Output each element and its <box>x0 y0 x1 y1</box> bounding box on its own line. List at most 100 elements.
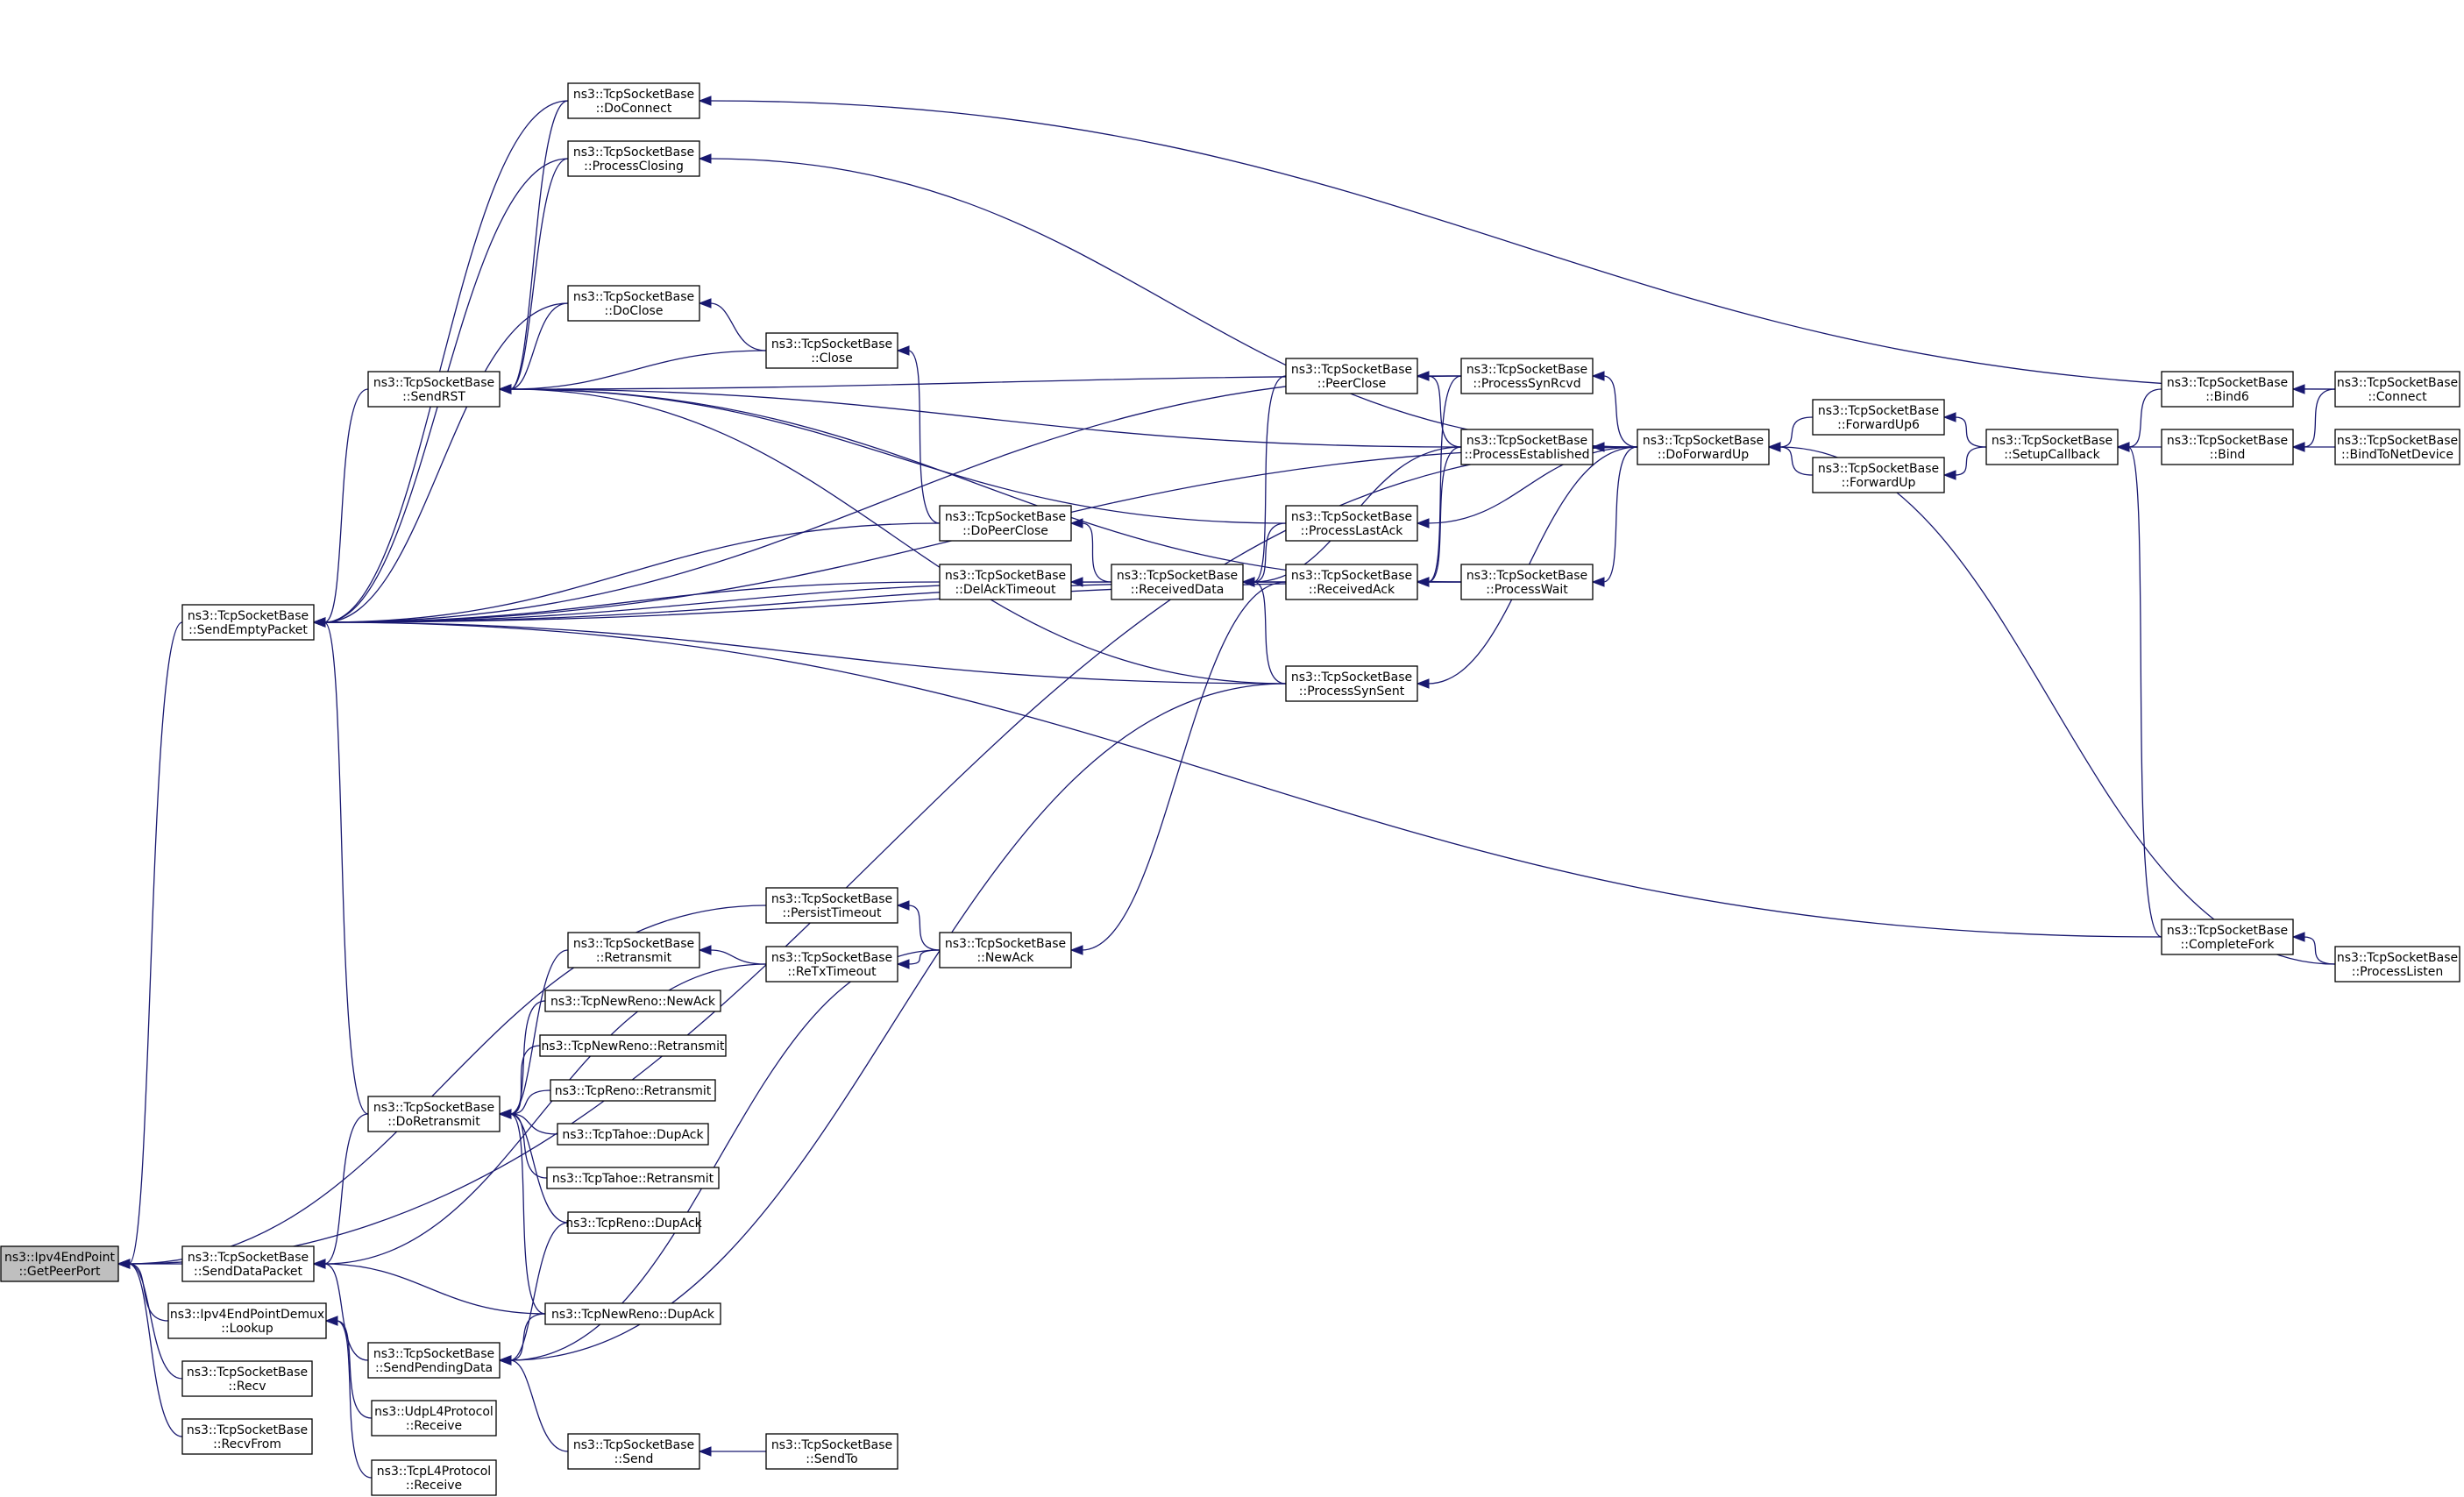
node-nrnew-ack[interactable]: ns3::TcpNewReno::NewAck <box>544 990 721 1012</box>
node-received-ack[interactable]: ns3::TcpSocketBase::ReceivedAck <box>1285 564 1418 600</box>
edge-process-listen-to-do-forward-up <box>1767 442 2336 965</box>
node-label: ns3::TcpSocketBase <box>1818 462 1939 476</box>
arrowhead <box>896 345 910 356</box>
node-tahoe-retransmit[interactable]: ns3::TcpTahoe::Retransmit <box>546 1167 720 1189</box>
node-do-close[interactable]: ns3::TcpSocketBase::DoClose <box>567 285 700 322</box>
node-label: ::Bind <box>2210 448 2246 462</box>
node-box <box>367 371 501 408</box>
edge-close-to-do-close <box>698 298 767 351</box>
node-get-peer-port[interactable]: ns3::Ipv4EndPoint::GetPeerPort <box>0 1245 119 1282</box>
node-process-syn-sent[interactable]: ns3::TcpSocketBase::ProcessSynSent <box>1285 665 1418 702</box>
arrowhead <box>1591 577 1605 587</box>
arrowhead <box>698 298 712 309</box>
node-box <box>939 932 1072 968</box>
edge-line <box>323 302 569 623</box>
node-send-data-packet[interactable]: ns3::TcpSocketBase::SendDataPacket <box>181 1245 315 1282</box>
edge-send-empty-packet-to-get-peer-port <box>117 621 183 1269</box>
node-label: ns3::TcpSocketBase <box>1291 510 1412 524</box>
edge-bind6-to-setup-callback <box>2116 388 2162 452</box>
node-connect[interactable]: ns3::TcpSocketBase::Connect <box>2334 371 2460 408</box>
arrowhead <box>1241 577 1255 587</box>
node-process-established[interactable]: ns3::TcpSocketBase::ProcessEstablished <box>1460 429 1594 465</box>
node-send[interactable]: ns3::TcpSocketBase::Send <box>567 1433 700 1470</box>
node-tcp-receive[interactable]: ns3::TcpL4Protocol::Receive <box>371 1459 497 1496</box>
node-label: ns3::TcpSocketBase <box>573 937 694 951</box>
edge-line <box>128 621 183 1265</box>
node-label: ns3::TcpSocketBase <box>1117 569 1238 583</box>
edge-complete-fork-to-send-empty-packet <box>312 617 2162 938</box>
arrowhead <box>698 96 712 106</box>
node-label: ns3::TcpSocketBase <box>771 951 892 965</box>
node-send-rst[interactable]: ns3::TcpSocketBase::SendRST <box>367 371 501 408</box>
node-new-ack[interactable]: ns3::TcpSocketBase::NewAck <box>939 932 1072 968</box>
node-reno-dup-ack[interactable]: ns3::TcpReno::DupAck <box>565 1211 703 1234</box>
node-do-forward-up[interactable]: ns3::TcpSocketBase::DoForwardUp <box>1637 429 1770 465</box>
node-lookup[interactable]: ns3::Ipv4EndPointDemux::Lookup <box>167 1302 327 1339</box>
node-box <box>1812 457 1945 493</box>
node-peer-close[interactable]: ns3::TcpSocketBase::PeerClose <box>1285 358 1418 394</box>
nodes-layer: ns3::Ipv4EndPoint::GetPeerPortns3::TcpSo… <box>0 82 2460 1496</box>
edge-line <box>1081 581 1287 951</box>
edge-do-forward-up-to-process-last-ack <box>1416 446 1638 529</box>
node-do-connect[interactable]: ns3::TcpSocketBase::DoConnect <box>567 82 700 119</box>
node-del-ack-timeout[interactable]: ns3::TcpSocketBase::DelAckTimeout <box>939 564 1072 600</box>
node-received-data[interactable]: ns3::TcpSocketBase::ReceivedData <box>1111 564 1244 600</box>
node-process-listen[interactable]: ns3::TcpSocketBase::ProcessListen <box>2334 946 2460 983</box>
node-bind[interactable]: ns3::TcpSocketBase::Bind <box>2161 429 2294 465</box>
node-retransmit[interactable]: ns3::TcpSocketBase::Retransmit <box>567 932 700 968</box>
node-send-to[interactable]: ns3::TcpSocketBase::SendTo <box>765 1433 898 1470</box>
node-box <box>1285 358 1418 394</box>
edge-line <box>509 302 569 390</box>
node-label: ::SendEmptyPacket <box>188 623 308 637</box>
node-label: ns3::TcpNewReno::NewAck <box>550 995 716 1009</box>
node-bind6[interactable]: ns3::TcpSocketBase::Bind6 <box>2161 371 2294 408</box>
edge-line <box>336 1320 373 1419</box>
node-label: ::Recv <box>228 1380 266 1394</box>
node-box <box>181 1418 313 1455</box>
node-nrretransmit[interactable]: ns3::TcpNewReno::Retransmit <box>539 1034 727 1057</box>
node-label: ns3::TcpSocketBase <box>188 609 309 623</box>
node-re-tx-timeout[interactable]: ns3::TcpSocketBase::ReTxTimeout <box>765 946 898 983</box>
node-box <box>544 990 721 1012</box>
edge-line <box>907 905 941 951</box>
node-process-closing[interactable]: ns3::TcpSocketBase::ProcessClosing <box>567 140 700 177</box>
node-tahoe-dup-ack[interactable]: ns3::TcpTahoe::DupAck <box>557 1123 709 1146</box>
edge-process-syn-sent-to-send-pending-data <box>498 683 1287 1366</box>
node-do-retransmit[interactable]: ns3::TcpSocketBase::DoRetransmit <box>367 1096 501 1132</box>
node-forward-up6[interactable]: ns3::TcpSocketBase::ForwardUp6 <box>1812 399 1945 436</box>
node-box <box>939 564 1072 600</box>
node-process-last-ack[interactable]: ns3::TcpSocketBase::ProcessLastAck <box>1285 505 1418 542</box>
node-reno-retransmit[interactable]: ns3::TcpReno::Retransmit <box>550 1079 716 1102</box>
node-persist-timeout[interactable]: ns3::TcpSocketBase::PersistTimeout <box>765 887 898 924</box>
node-do-peer-close[interactable]: ns3::TcpSocketBase::DoPeerClose <box>939 505 1072 542</box>
arrowhead <box>1416 577 1430 587</box>
node-label: ns3::TcpSocketBase <box>945 510 1066 524</box>
edge-reno-dup-ack-to-send-pending-data <box>498 1222 569 1366</box>
node-send-empty-packet[interactable]: ns3::TcpSocketBase::SendEmptyPacket <box>181 604 315 641</box>
node-process-syn-rcvd[interactable]: ns3::TcpSocketBase::ProcessSynRcvd <box>1460 358 1594 394</box>
node-label: ns3::TcpSocketBase <box>945 569 1066 583</box>
edge-line <box>1427 375 1462 583</box>
node-bind-to-net-device[interactable]: ns3::TcpSocketBase::BindToNetDevice <box>2334 429 2460 465</box>
node-label: ns3::TcpSocketBase <box>2167 924 2288 938</box>
node-forward-up[interactable]: ns3::TcpSocketBase::ForwardUp <box>1812 457 1945 493</box>
node-complete-fork[interactable]: ns3::TcpSocketBase::CompleteFork <box>2161 919 2294 955</box>
node-label: ns3::TcpSocketBase <box>1466 434 1587 448</box>
edge-line <box>509 1045 541 1115</box>
node-label: ::ProcessClosing <box>584 160 684 174</box>
node-setup-callback[interactable]: ns3::TcpSocketBase::SetupCallback <box>1985 429 2119 465</box>
edge-line <box>128 1263 183 1437</box>
edge-line <box>509 1113 558 1135</box>
edge-line <box>1253 375 1287 583</box>
node-process-wait[interactable]: ns3::TcpSocketBase::ProcessWait <box>1460 564 1594 600</box>
node-label: ::NewAck <box>976 951 1034 965</box>
node-close[interactable]: ns3::TcpSocketBase::Close <box>765 332 898 369</box>
node-nrdup-ack[interactable]: ns3::TcpNewReno::DupAck <box>544 1302 721 1325</box>
node-udp-receive[interactable]: ns3::UdpL4Protocol::Receive <box>371 1400 497 1437</box>
node-label: ::Receive <box>406 1419 462 1433</box>
node-recv[interactable]: ns3::TcpSocketBase::Recv <box>181 1360 313 1397</box>
node-recv-from[interactable]: ns3::TcpSocketBase::RecvFrom <box>181 1418 313 1455</box>
node-label: ::DoClose <box>605 304 664 318</box>
node-send-pending-data[interactable]: ns3::TcpSocketBase::SendPendingData <box>367 1342 501 1379</box>
